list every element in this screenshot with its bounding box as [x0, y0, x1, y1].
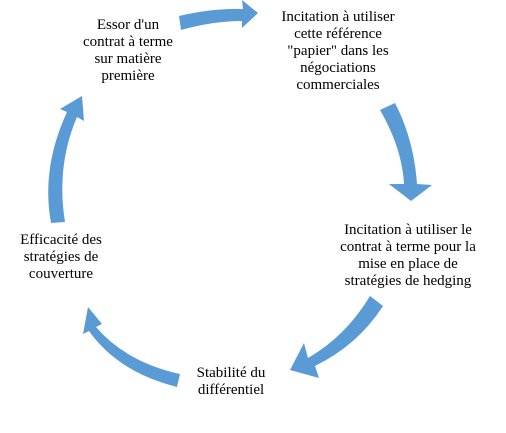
arrow-2-to-3 [380, 103, 432, 201]
arrow-4-to-5 [83, 307, 180, 387]
node-incitation-hedging: Incitation à utiliser le contrat à terme… [323, 222, 493, 290]
node-line: cette référence [294, 26, 382, 42]
node-line: Stabilité du [196, 365, 266, 381]
arrow-5-to-1 [48, 96, 84, 223]
node-line: Efficacité des [20, 232, 102, 248]
node-line: stratégies de hedging [344, 273, 472, 289]
node-line: différentiel [197, 382, 265, 398]
node-efficacite-couverture: Efficacité des stratégies de couverture [6, 232, 116, 283]
node-line: négociations [300, 60, 376, 76]
node-line: Incitation à utiliser [281, 9, 395, 25]
arrow-1-to-2 [179, 0, 258, 30]
node-essor-contrat: Essor d'un contrat à terme sur matière p… [73, 17, 183, 85]
node-line: Incitation à utiliser le [344, 222, 472, 238]
node-line: sur matière [94, 51, 162, 67]
node-incitation-reference: Incitation à utiliser cette référence "p… [258, 9, 418, 94]
node-line: première [101, 68, 155, 84]
node-line: mise en place de [358, 256, 458, 272]
node-line: commerciales [296, 77, 380, 93]
arrow-3-to-4 [290, 296, 383, 378]
node-line: "papier" dans les [287, 43, 389, 59]
node-stabilite-differentiel: Stabilité du différentiel [181, 365, 281, 399]
node-line: Essor d'un [96, 17, 160, 33]
node-line: contrat à terme pour la [340, 239, 476, 255]
node-line: stratégies de [23, 249, 99, 265]
node-line: couverture [28, 266, 94, 282]
node-line: contrat à terme [83, 34, 173, 50]
